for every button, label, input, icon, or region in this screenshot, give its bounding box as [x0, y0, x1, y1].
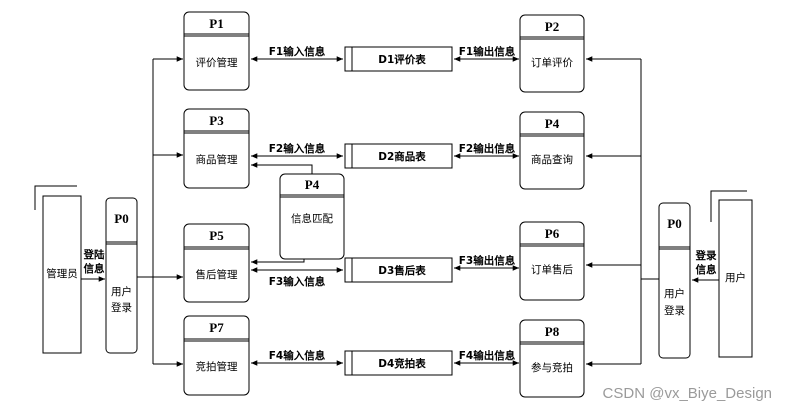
process-p3: P3 商品管理	[183, 108, 250, 189]
flow-f2-out: F2输出信息	[454, 142, 519, 159]
match-connectors	[251, 162, 313, 265]
admin-login-flow-label-2: 信息	[84, 262, 105, 275]
store-d4: D4竞拍表	[344, 350, 453, 376]
process-p8-label: 参与竞拍	[531, 361, 573, 374]
flow-f4-in: F4输入信息	[251, 349, 343, 366]
process-p2-label: 订单评价	[531, 57, 573, 69]
admin-login-flow-label-1: 登陆	[83, 248, 105, 261]
process-p8: P8 参与竞拍	[519, 319, 585, 398]
process-p0-admin: P0 用户 登录	[105, 197, 138, 354]
process-p7: P7 竞拍管理	[183, 315, 250, 396]
store-d1: D1评价表	[344, 46, 453, 72]
process-p4-match-label: 信息匹配	[291, 212, 333, 225]
store-d4-label: D4竞拍表	[378, 357, 426, 370]
admin-bus	[137, 56, 183, 367]
flow-f2-out-label: F2输出信息	[459, 142, 516, 155]
store-d3-label: D3售后表	[378, 264, 426, 277]
store-d2: D2商品表	[344, 143, 453, 169]
process-p5-label: 售后管理	[196, 268, 238, 281]
user-login-flow: 登录 信息	[692, 249, 719, 283]
process-p0-user-label-1: 用户	[664, 287, 685, 300]
process-p0-admin-label-2: 登录	[111, 301, 132, 314]
user-bus	[586, 56, 659, 367]
process-p4: P4 商品查询	[519, 111, 585, 190]
flow-f3-in-label: F3输入信息	[269, 275, 326, 288]
process-p7-label: 竞拍管理	[196, 360, 238, 373]
process-p0-admin-label-1: 用户	[111, 285, 132, 298]
admin-entity-label: 管理员	[46, 267, 78, 280]
process-p6-id: P6	[545, 226, 560, 241]
process-p4-match-id: P4	[305, 177, 320, 192]
flow-f2-in: F2输入信息	[251, 142, 343, 159]
process-p1: P1 评价管理	[183, 11, 250, 91]
user-entity-label: 用户	[725, 271, 746, 284]
admin-entity: 管理员	[34, 185, 82, 354]
flow-f4-out: F4输出信息	[454, 349, 519, 366]
process-p4-id: P4	[545, 116, 560, 131]
store-d1-label: D1评价表	[378, 53, 426, 66]
flow-f1-in-label: F1输入信息	[269, 45, 326, 58]
process-p3-id: P3	[209, 113, 224, 128]
flow-f4-out-label: F4输出信息	[459, 349, 516, 362]
watermark-text: CSDN @vx_Biye_Design	[603, 385, 772, 402]
process-p3-label: 商品管理	[196, 153, 238, 166]
store-d3: D3售后表	[344, 257, 453, 283]
store-d2-label: D2商品表	[378, 150, 426, 163]
user-login-flow-label-1: 登录	[695, 249, 717, 262]
user-login-flow-label-2: 信息	[696, 263, 717, 276]
process-p7-id: P7	[209, 320, 224, 335]
flow-f3-in: F3输入信息	[251, 267, 343, 288]
process-p8-id: P8	[545, 324, 560, 339]
process-p5-id: P5	[209, 228, 224, 243]
process-p6-label: 订单售后	[531, 263, 573, 276]
process-p1-label: 评价管理	[196, 56, 238, 69]
process-p5: P5 售后管理	[183, 223, 250, 303]
process-p6: P6 订单售后	[519, 221, 585, 301]
process-p2: P2 订单评价	[519, 14, 585, 93]
process-p4-label: 商品查询	[531, 153, 573, 166]
flow-f3-out-label: F3输出信息	[459, 254, 516, 267]
flow-f3-out: F3输出信息	[454, 254, 519, 271]
process-p0-user-label-2: 登录	[664, 304, 685, 317]
process-p0-user-id: P0	[667, 216, 681, 231]
flow-f2-in-label: F2输入信息	[269, 142, 326, 155]
flow-f1-out-label: F1输出信息	[459, 45, 516, 58]
user-entity: 用户	[710, 190, 753, 358]
process-p0-user: P0 用户 登录	[658, 202, 691, 359]
process-p4-match: P4 信息匹配	[279, 173, 345, 260]
process-p1-id: P1	[209, 16, 223, 31]
flow-f1-in: F1输入信息	[251, 45, 343, 62]
process-p0-admin-id: P0	[114, 211, 128, 226]
admin-login-flow: 登陆 信息	[81, 248, 105, 282]
flow-f1-out: F1输出信息	[454, 45, 519, 62]
process-p2-id: P2	[545, 19, 559, 34]
flow-f4-in-label: F4输入信息	[269, 349, 326, 362]
